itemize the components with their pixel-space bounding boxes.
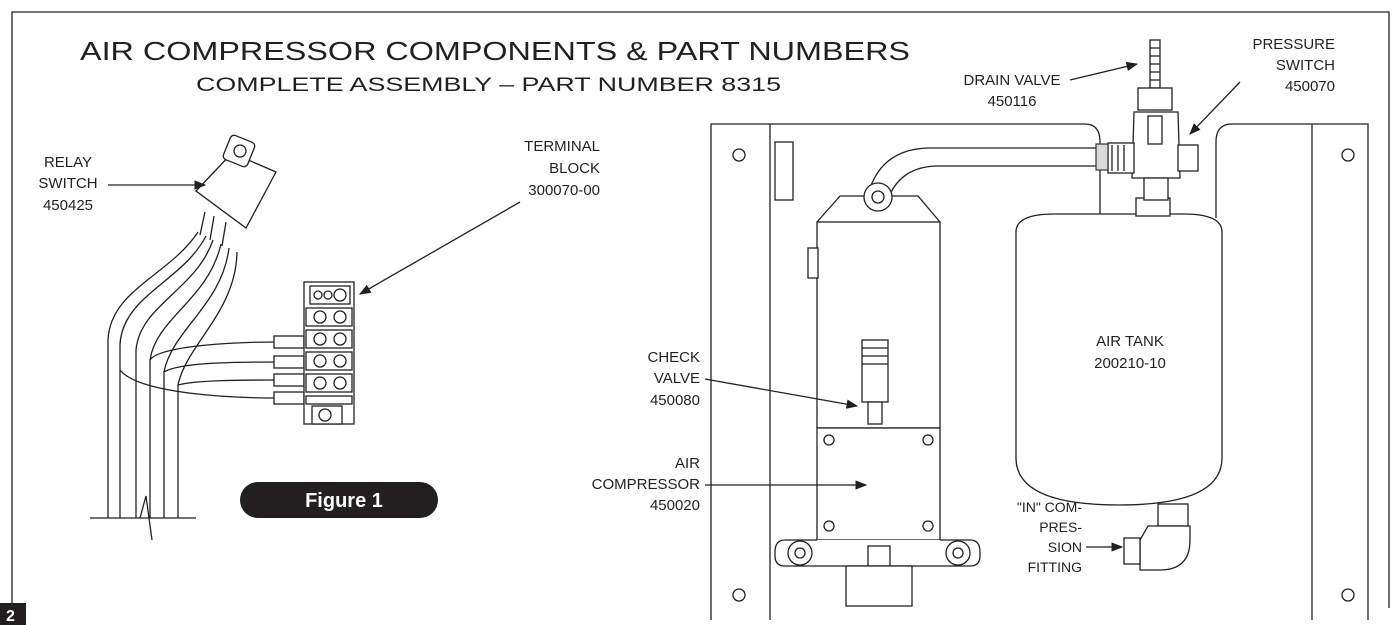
svg-text:BLOCK: BLOCK [549,160,600,177]
valve-tee-drawing [1107,39,1199,201]
svg-text:VALVE: VALVE [654,370,700,387]
svg-text:AIR: AIR [675,455,700,472]
air-compressor-drawing [774,182,981,607]
svg-text:300070-00: 300070-00 [528,182,600,199]
svg-text:"IN" COM-: "IN" COM- [1017,499,1082,515]
svg-text:SION: SION [1048,539,1082,555]
relay-switch-drawing [195,134,277,247]
page-number: 2 [6,608,15,625]
figure-badge: Figure 1 [240,482,438,518]
svg-text:450080: 450080 [650,392,700,409]
air-compressor-label: AIR COMPRESSOR 450020 [592,455,868,514]
in-compression-fitting-drawing [1123,503,1191,571]
check-valve-label: CHECK VALVE 450080 [647,349,859,409]
relay-switch-label: RELAY SWITCH 450425 [38,154,207,214]
svg-text:TERMINAL: TERMINAL [524,138,600,155]
drain-valve-label: DRAIN VALVE 450116 [964,61,1139,110]
air-tank-part: 200210-10 [1094,355,1166,372]
svg-text:450425: 450425 [43,197,93,214]
in-fitting-label: "IN" COM- PRES- SION FITTING [1017,499,1124,575]
svg-text:SWITCH: SWITCH [38,175,97,192]
svg-text:DRAIN VALVE: DRAIN VALVE [964,72,1061,89]
plate-terminal-block [774,141,794,201]
air-tank-label-line1: AIR TANK [1096,333,1164,350]
svg-text:FITTING: FITTING [1028,559,1082,575]
air-tank-drawing: AIR TANK 200210-10 [1015,197,1223,506]
terminal-block-drawing [303,281,355,425]
svg-text:SWITCH: SWITCH [1276,57,1335,74]
svg-text:450020: 450020 [650,497,700,514]
pressure-switch-label: PRESSURE SWITCH 450070 [1189,36,1335,135]
svg-text:RELAY: RELAY [44,154,92,171]
svg-text:PRESSURE: PRESSURE [1252,36,1335,53]
page-number-tab: 2 [0,603,26,625]
page-frame [11,11,1390,608]
figure-badge-text: Figure 1 [305,490,383,512]
diagram-title: AIR COMPRESSOR COMPONENTS & PART NUMBERS [80,36,910,66]
svg-text:CHECK: CHECK [647,349,700,366]
svg-text:450070: 450070 [1285,78,1335,95]
svg-text:450116: 450116 [988,93,1037,110]
terminal-block-label: TERMINAL BLOCK 300070-00 [358,138,600,295]
svg-text:COMPRESSOR: COMPRESSOR [592,476,701,493]
svg-text:PRES-: PRES- [1039,519,1082,535]
mounting-plate [710,123,1369,620]
diagram-subtitle: COMPLETE ASSEMBLY – PART NUMBER 8315 [196,75,781,96]
